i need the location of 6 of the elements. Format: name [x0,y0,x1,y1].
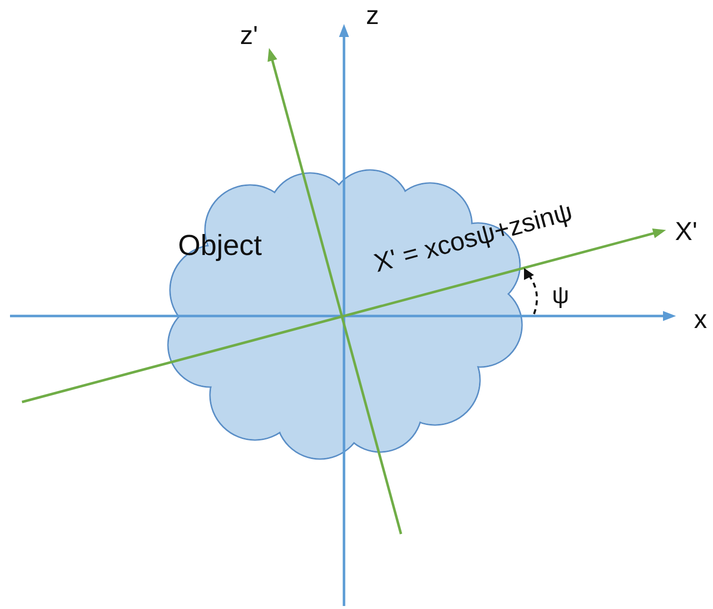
object-label: Object [178,232,262,261]
axis-label: z' [240,22,258,48]
axis-label: x [694,306,707,332]
axis-label: X' [675,218,698,244]
axis-label: z [366,2,379,28]
angle-label: ψ [552,284,570,308]
